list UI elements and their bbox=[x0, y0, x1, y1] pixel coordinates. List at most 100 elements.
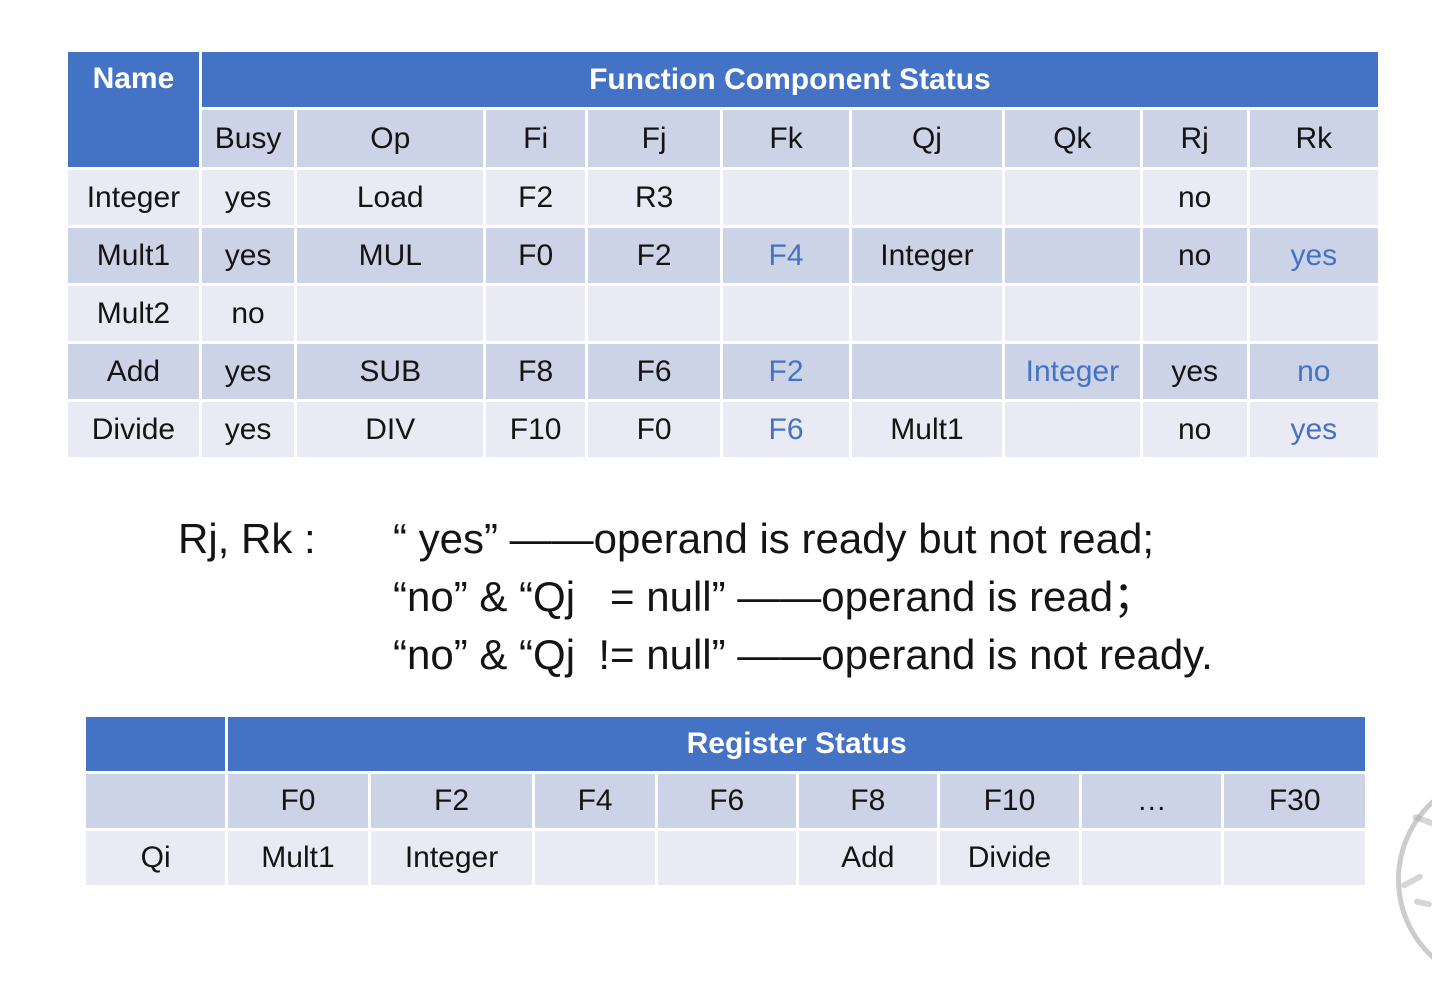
table-cell bbox=[1005, 170, 1140, 225]
table-cell: Mult1 bbox=[851, 402, 1003, 457]
table-cell: Add bbox=[798, 831, 937, 885]
fcs-column-header: Fk bbox=[723, 110, 849, 167]
table-cell: MUL bbox=[297, 228, 484, 283]
table-cell bbox=[1142, 286, 1247, 341]
table-cell bbox=[851, 170, 1003, 225]
reg-column-header: F6 bbox=[657, 774, 796, 828]
table-cell: Integer bbox=[68, 170, 199, 225]
table-cell: yes bbox=[201, 228, 295, 283]
reg-column-header: F10 bbox=[939, 774, 1080, 828]
table-cell: F2 bbox=[723, 344, 849, 399]
legend: Rj, Rk : “ yes” ——operand is ready but n… bbox=[178, 510, 1213, 684]
table-cell bbox=[297, 286, 484, 341]
table-cell: F2 bbox=[486, 170, 586, 225]
table-cell bbox=[1249, 170, 1378, 225]
fcs-column-header: Qk bbox=[1005, 110, 1140, 167]
table-cell: Divide bbox=[68, 402, 199, 457]
legend-lines: “ yes” ——operand is ready but not read; … bbox=[393, 510, 1213, 684]
legend-line-no-null: “no” & “Qj = null” ——operand is read； bbox=[393, 573, 1156, 620]
table-cell: no bbox=[1142, 228, 1247, 283]
fcs-column-header: Rk bbox=[1249, 110, 1378, 167]
table-cell: F6 bbox=[723, 402, 849, 457]
table-cell: F0 bbox=[588, 402, 721, 457]
table-cell: Load bbox=[297, 170, 484, 225]
table-cell: yes bbox=[1142, 344, 1247, 399]
table-cell: F10 bbox=[486, 402, 586, 457]
table-cell: R3 bbox=[588, 170, 721, 225]
legend-line-no-notnull: “no” & “Qj != null” ——operand is not rea… bbox=[393, 631, 1213, 678]
reg-column-header: F30 bbox=[1224, 774, 1365, 828]
table-cell bbox=[486, 286, 586, 341]
reg-column-header: F8 bbox=[798, 774, 937, 828]
legend-line-yes: “ yes” ——operand is ready but not read; bbox=[393, 515, 1155, 562]
reg-title: Register Status bbox=[228, 717, 1365, 771]
table-cell bbox=[851, 344, 1003, 399]
table-cell: yes bbox=[1249, 228, 1378, 283]
table-cell: SUB bbox=[297, 344, 484, 399]
fcs-column-header: Rj bbox=[1142, 110, 1247, 167]
table-cell bbox=[588, 286, 721, 341]
table-cell bbox=[1249, 286, 1378, 341]
fcs-name-header: Name bbox=[68, 52, 199, 167]
table-cell: Qi bbox=[86, 831, 226, 885]
table-cell: yes bbox=[201, 344, 295, 399]
table-cell bbox=[535, 831, 655, 885]
table-cell: Mult2 bbox=[68, 286, 199, 341]
table-cell bbox=[723, 286, 849, 341]
table-cell: Divide bbox=[939, 831, 1080, 885]
reg-column-header: F0 bbox=[228, 774, 368, 828]
table-cell: F2 bbox=[588, 228, 721, 283]
table-cell: yes bbox=[201, 170, 295, 225]
fcs-column-header: Fi bbox=[486, 110, 586, 167]
reg-column-header: F2 bbox=[370, 774, 533, 828]
table-cell: Mult1 bbox=[68, 228, 199, 283]
table-cell: yes bbox=[201, 402, 295, 457]
table-cell: Integer bbox=[851, 228, 1003, 283]
reg-header-row: Register Status bbox=[86, 717, 1365, 771]
table-cell: yes bbox=[1249, 402, 1378, 457]
table-cell: F8 bbox=[486, 344, 586, 399]
reg-column-header: F4 bbox=[535, 774, 655, 828]
legend-label: Rj, Rk : bbox=[178, 515, 316, 562]
table-cell: DIV bbox=[297, 402, 484, 457]
fcs-column-header: Qj bbox=[851, 110, 1003, 167]
table-cell: F0 bbox=[486, 228, 586, 283]
reg-corner-cell bbox=[86, 717, 226, 771]
table-cell bbox=[1082, 831, 1222, 885]
reg-column-header bbox=[86, 774, 226, 828]
fcs-column-header: Busy bbox=[201, 110, 295, 167]
fcs-title: Function Component Status bbox=[201, 52, 1378, 107]
table-cell: no bbox=[1142, 170, 1247, 225]
table-cell bbox=[657, 831, 796, 885]
table-cell: Integer bbox=[1005, 344, 1140, 399]
table-cell: no bbox=[1142, 402, 1247, 457]
table-cell: F6 bbox=[588, 344, 721, 399]
reg-column-header: … bbox=[1082, 774, 1222, 828]
table-cell: F4 bbox=[723, 228, 849, 283]
table-cell bbox=[1005, 402, 1140, 457]
table-cell bbox=[723, 170, 849, 225]
fcs-column-header: Fj bbox=[588, 110, 721, 167]
table-cell bbox=[1005, 286, 1140, 341]
table-cell bbox=[851, 286, 1003, 341]
fcs-column-header: Op bbox=[297, 110, 484, 167]
fcs-header-row: Name Function Component Status bbox=[68, 52, 1378, 167]
table-cell: no bbox=[1249, 344, 1378, 399]
table-cell bbox=[1005, 228, 1140, 283]
table-cell: Add bbox=[68, 344, 199, 399]
table-cell bbox=[1224, 831, 1365, 885]
table-cell: Mult1 bbox=[228, 831, 368, 885]
table-cell: no bbox=[201, 286, 295, 341]
